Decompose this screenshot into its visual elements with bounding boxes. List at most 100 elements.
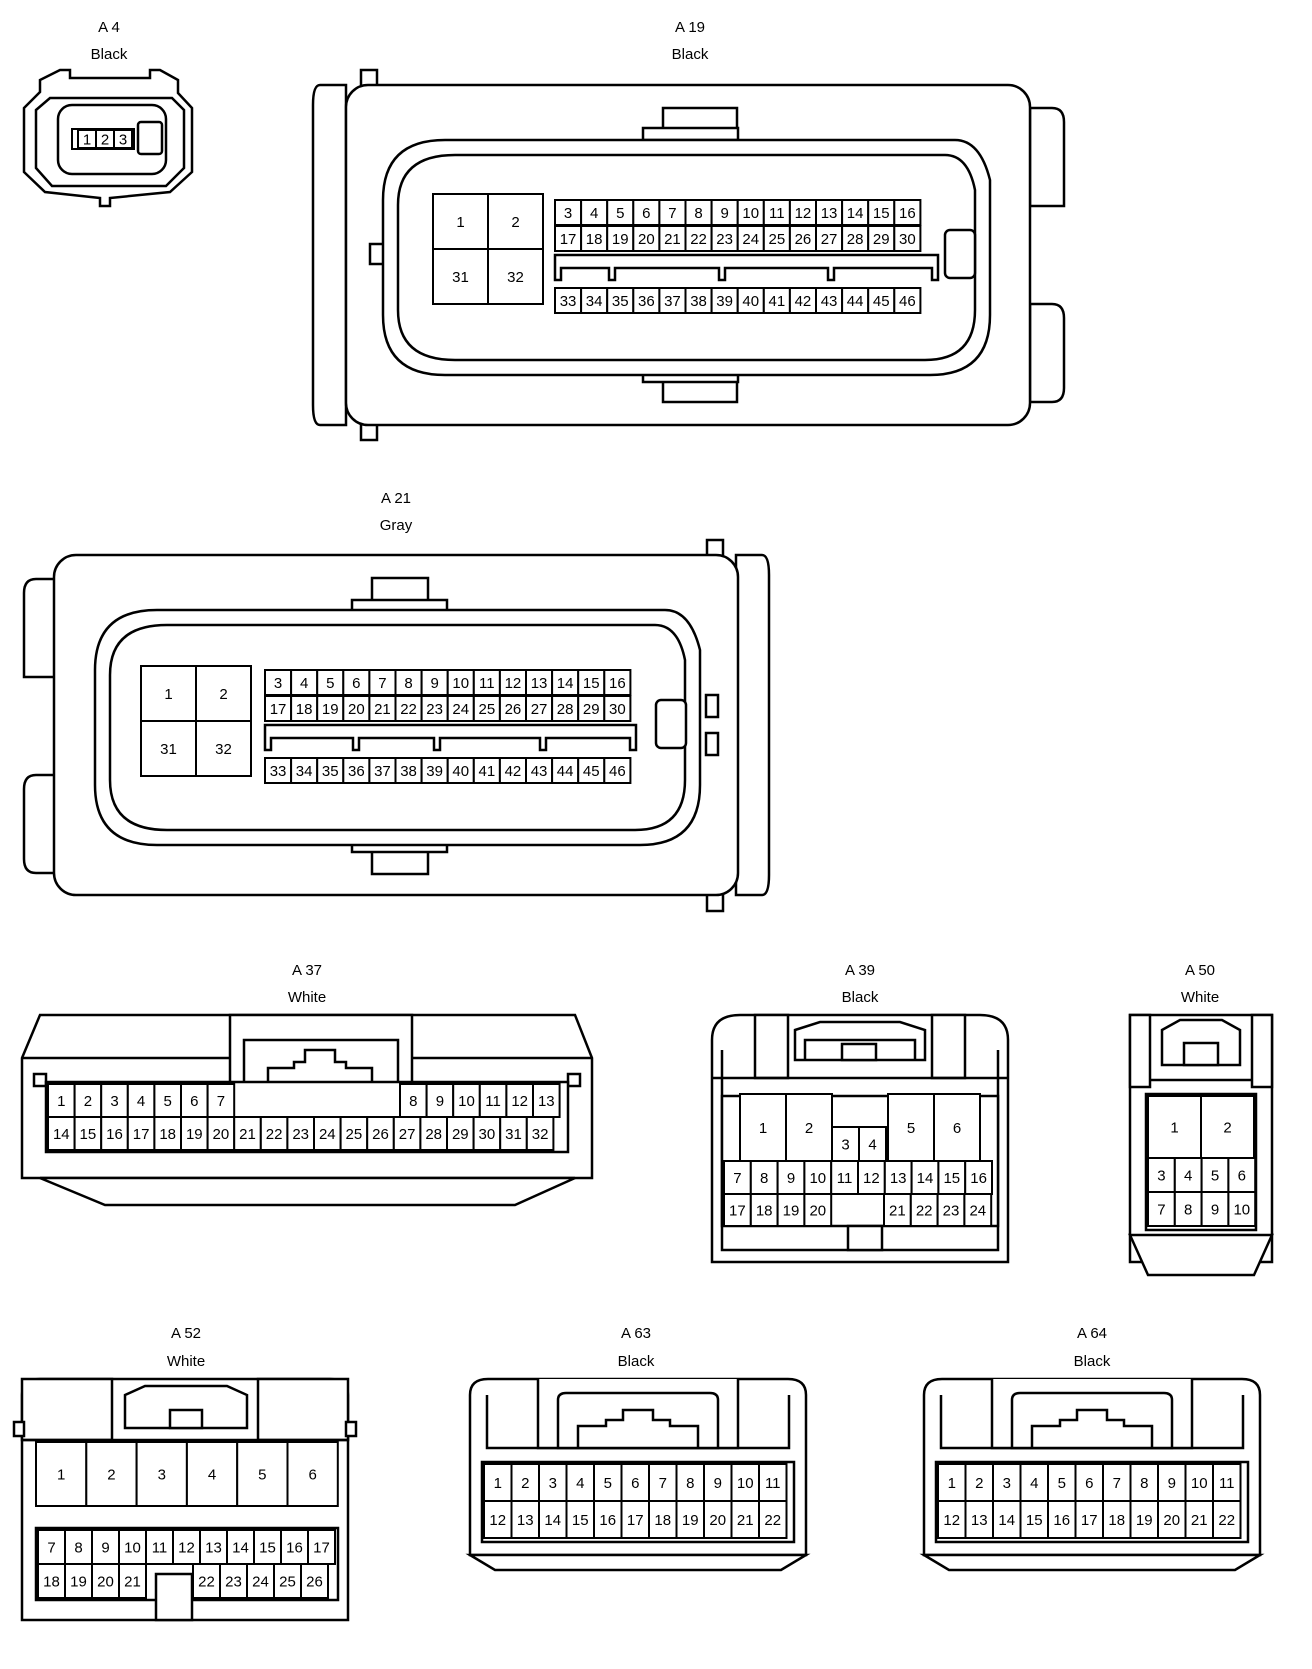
connector-a21-pin-1-cell	[140, 665, 197, 722]
connector-a4-inner-rim	[34, 96, 186, 188]
connector-a19-pin-33-cell	[554, 287, 583, 314]
connector-a21-pin-3: 3	[274, 675, 282, 692]
connector-a19-pin-29: 29	[873, 231, 890, 248]
connector-a64-lock-tab	[1030, 1408, 1154, 1448]
connector-a19-pin-41: 41	[769, 293, 786, 310]
connector-a64-pin-17: 17	[1081, 1512, 1098, 1529]
connector-a37-pin-9-cell	[425, 1083, 455, 1118]
connector-a50-pin-6-cell	[1227, 1157, 1257, 1193]
connector-a52-pin-26: 26	[306, 1574, 323, 1591]
connector-a52-pin-4-cell	[185, 1441, 239, 1507]
connector-a64-pin-15-cell	[1019, 1500, 1049, 1539]
connector-a21-pin-44: 44	[557, 763, 574, 780]
connector-a21-clip-upper	[704, 693, 720, 719]
connector-a19-pin-5: 5	[616, 205, 624, 222]
connector-a37-color: White	[288, 989, 326, 1006]
connector-a64-pin-18: 18	[1108, 1512, 1125, 1529]
connector-a37-pin-11: 11	[485, 1093, 501, 1110]
connector-a64-pin-16: 16	[1053, 1512, 1070, 1529]
connector-a21-pin-31: 31	[160, 741, 177, 758]
connector-a39-pin-23-cell	[936, 1193, 966, 1227]
connector-a37-pin-15: 15	[80, 1126, 97, 1143]
connector-a52-pin-18-cell	[37, 1563, 66, 1599]
connector-a52-key-slot	[154, 1572, 194, 1622]
connector-a21-pin-6: 6	[352, 675, 360, 692]
connector-a37-pin-25: 25	[346, 1126, 363, 1143]
connector-a64-pin-14-cell	[992, 1500, 1022, 1539]
connector-a19-pin-42-cell	[788, 287, 818, 314]
connector-a19-pin-43: 43	[821, 293, 838, 310]
connector-a37-pin-21-cell	[233, 1116, 262, 1151]
connector-a19-pin-46-cell	[893, 287, 922, 314]
connector-a21-pin-9: 9	[430, 675, 438, 692]
connector-a21-pin-41: 41	[479, 763, 496, 780]
connector-a19-pin-30-cell	[893, 225, 922, 252]
connector-a21-pin-46: 46	[609, 763, 626, 780]
connector-a52-pin-12: 12	[178, 1540, 195, 1557]
connector-a19-pin-27-cell	[815, 225, 844, 252]
connector-a21-pin-31-cell	[140, 720, 197, 777]
connector-a21-pin-11: 11	[479, 675, 495, 692]
connector-a37-pin-6: 6	[190, 1093, 198, 1110]
connector-a21-pin-4: 4	[300, 675, 308, 692]
connector-a50-pin-4: 4	[1184, 1168, 1192, 1185]
connector-a39-pin-9: 9	[787, 1170, 795, 1187]
connector-a39-pin-4: 4	[868, 1137, 876, 1154]
connector-a52-pin-24-cell	[246, 1563, 275, 1599]
connector-a4-latch	[136, 120, 164, 156]
connector-a63-color: Black	[618, 1353, 655, 1370]
connector-a52-pin-1-cell	[35, 1441, 88, 1507]
connector-a63-bottom-skirt	[465, 1553, 811, 1572]
connector-a52-pin-5-cell	[236, 1441, 289, 1507]
connector-a19-key-bottom	[661, 378, 739, 404]
connector-a52-pin-21-cell	[118, 1563, 147, 1599]
connector-a39-pin-20: 20	[809, 1203, 826, 1220]
connector-a21-pin-21: 21	[374, 701, 391, 718]
connector-a63-pin-3: 3	[549, 1475, 557, 1492]
connector-a64-pin-17-cell	[1074, 1500, 1104, 1539]
connector-a21-pin-2-cell	[195, 665, 252, 722]
connector-a39-pin-11: 11	[837, 1170, 853, 1187]
connector-a63-pin-10-cell	[730, 1463, 760, 1502]
connector-a37-pin-22-cell	[259, 1116, 289, 1151]
connector-a52-pin-6: 6	[308, 1467, 316, 1484]
connector-a37-pin-7-cell	[206, 1083, 236, 1118]
connector-a21-pin-17: 17	[270, 701, 287, 718]
connector-a19-pin-19: 19	[612, 231, 629, 248]
connector-a63-pin-16: 16	[599, 1512, 616, 1529]
connector-a63-pin-21: 21	[737, 1512, 754, 1529]
connector-a37-pin-24: 24	[319, 1126, 336, 1143]
connector-a19-pin-34-cell	[580, 287, 609, 314]
connector-a21-key-bottom	[370, 848, 430, 876]
connector-a39-id: A 39	[845, 962, 875, 979]
connector-a19-pin-46: 46	[899, 293, 916, 310]
connector-a39-pin-7: 7	[733, 1170, 741, 1187]
connector-a21-pin-41-cell	[472, 757, 501, 784]
connector-a19-pin-4: 4	[590, 205, 598, 222]
connector-a19-lock-lever	[311, 83, 348, 427]
connector-a19-pin-32-cell	[487, 248, 544, 305]
connector-a39-pin-24: 24	[969, 1203, 986, 1220]
connector-a64-pin-15: 15	[1026, 1512, 1043, 1529]
connector-a39-key-slot	[846, 1224, 884, 1252]
connector-a37-pin-6-cell	[180, 1083, 209, 1118]
connector-a21-pin-30-cell	[603, 695, 632, 722]
connector-a19-cavity-latch	[943, 228, 977, 280]
connector-a19-pin-16: 16	[899, 205, 916, 222]
connector-a21-pin-25: 25	[479, 701, 496, 718]
connector-a21-pin-35: 35	[322, 763, 339, 780]
connector-a37-pin-10: 10	[458, 1093, 475, 1110]
connector-a19-pin-17: 17	[560, 231, 577, 248]
connector-a37-pin-26: 26	[372, 1126, 389, 1143]
connector-a21-cavity-latch	[654, 698, 688, 750]
connector-a37-pin-31: 31	[505, 1126, 522, 1143]
connector-a63-pin-11: 11	[765, 1475, 781, 1492]
connector-a21-pin-42: 42	[505, 763, 522, 780]
connector-a21-pin-2: 2	[219, 686, 227, 703]
connector-a19-pin-25: 25	[769, 231, 786, 248]
connector-a19-pin-45: 45	[873, 293, 890, 310]
connector-a52-color: White	[167, 1353, 205, 1370]
